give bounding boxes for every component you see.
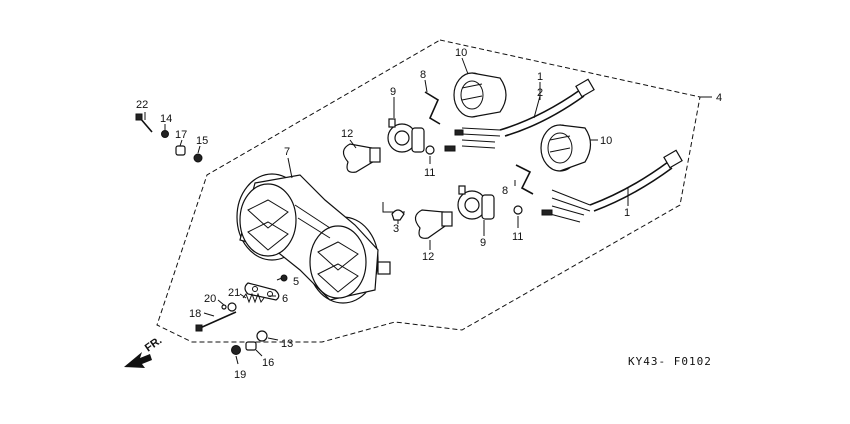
callout-12a: 12 xyxy=(341,128,353,140)
callout-16: 16 xyxy=(262,357,274,369)
callout-14: 14 xyxy=(160,113,172,125)
leader-8a xyxy=(424,79,428,93)
leader-7 xyxy=(287,157,293,179)
headlight-housing xyxy=(236,173,391,304)
bulb-socket-upper xyxy=(387,118,425,153)
turn-signal-lens-lower xyxy=(540,124,592,172)
callout-12b: 12 xyxy=(422,251,434,263)
bulb-socket-lower xyxy=(457,185,495,220)
leader-5 xyxy=(276,277,283,281)
callout-11b: 11 xyxy=(512,231,523,243)
leader-21 xyxy=(239,293,247,299)
leader-17 xyxy=(179,139,183,147)
leader-19 xyxy=(235,355,239,365)
front-marker-label: FR. xyxy=(143,334,164,354)
adjuster-screw-set xyxy=(195,302,237,332)
callout-9b: 9 xyxy=(480,237,486,249)
bracket-lower xyxy=(515,164,534,195)
leader-12a xyxy=(349,139,357,149)
mounting-bolt-set xyxy=(135,113,203,163)
wiring-harness-upper xyxy=(444,78,595,152)
bulb-upper xyxy=(342,143,381,173)
wiring-harness-lower xyxy=(541,149,683,223)
callout-8a: 8 xyxy=(420,69,426,81)
callout-9a: 9 xyxy=(390,86,396,98)
leader-13 xyxy=(267,337,279,341)
leader-15 xyxy=(197,145,201,154)
grommet-lower xyxy=(513,205,523,215)
diagram-code: KY43- F0102 xyxy=(628,355,712,368)
callout-17: 17 xyxy=(175,129,187,141)
callout-6: 6 xyxy=(282,293,288,305)
callout-2: 2 xyxy=(537,87,543,99)
callout-19: 19 xyxy=(234,369,246,381)
callout-1a: 1 xyxy=(537,71,543,83)
callout-22: 22 xyxy=(136,99,148,111)
callout-18: 18 xyxy=(189,308,201,320)
bulb-lower xyxy=(414,209,453,239)
callout-4: 4 xyxy=(716,92,722,104)
nut-set xyxy=(231,330,268,355)
callout-5: 5 xyxy=(293,276,299,288)
callout-8b: 8 xyxy=(502,185,508,197)
leader-2 xyxy=(533,95,541,119)
callout-11a: 11 xyxy=(424,167,435,179)
callout-7: 7 xyxy=(284,146,290,158)
callout-10a: 10 xyxy=(455,47,467,59)
leader-18 xyxy=(203,312,215,317)
callout-3: 3 xyxy=(393,223,399,235)
front-arrow-icon xyxy=(124,352,152,368)
leader-20 xyxy=(217,299,225,306)
leader-10a xyxy=(461,57,469,75)
callout-15: 15 xyxy=(196,135,208,147)
grommet-upper xyxy=(425,145,435,155)
turn-signal-lens-upper xyxy=(453,72,507,118)
callout-20: 20 xyxy=(204,293,216,305)
clip xyxy=(382,202,405,221)
leader-16 xyxy=(255,349,263,357)
assembly-boundary xyxy=(156,39,701,343)
callout-21: 21 xyxy=(228,287,240,299)
callout-13: 13 xyxy=(281,338,293,350)
callout-10b: 10 xyxy=(600,135,612,147)
bracket-upper xyxy=(424,91,441,125)
callout-1b: 1 xyxy=(624,207,630,219)
